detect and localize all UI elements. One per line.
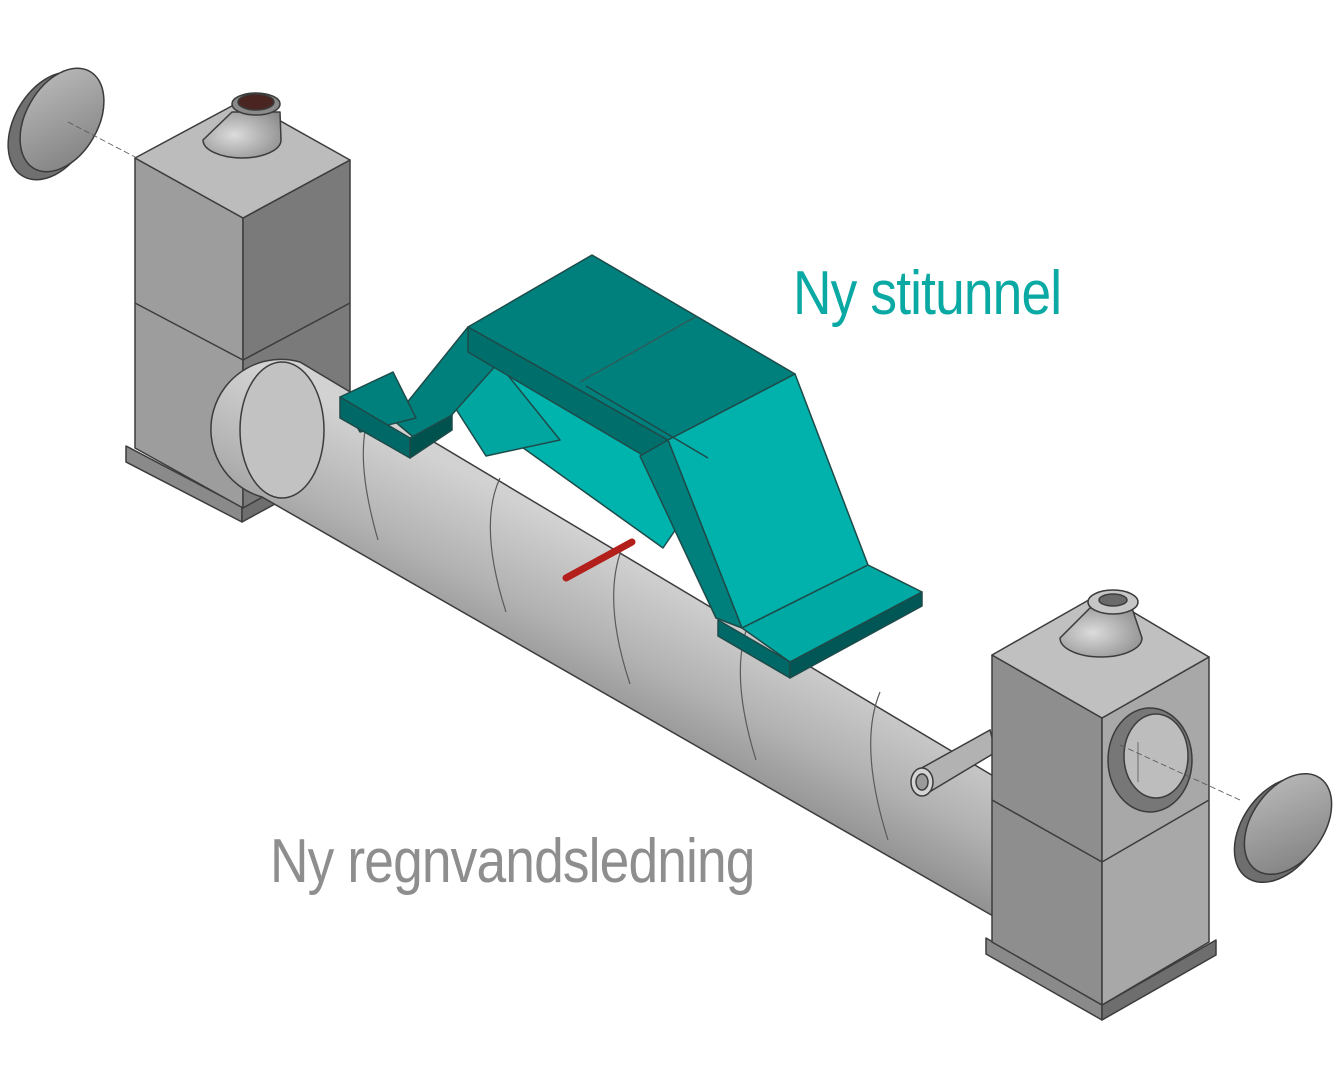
left-manhole-joint — [134, 302, 351, 361]
right-manhole — [985, 589, 1241, 1021]
side-pipe — [910, 728, 997, 797]
left-manhole-top — [134, 99, 351, 219]
path-tunnel — [339, 254, 923, 679]
right-manhole-cone — [1059, 607, 1143, 658]
label-ny-stitunnel: Ny stitunnel — [793, 259, 1062, 328]
tunnel-deck-joint — [579, 315, 698, 383]
rainwater-pipe-body — [210, 358, 1001, 922]
left-manhole-cone — [202, 111, 282, 159]
tunnel-left-footing-end — [409, 414, 453, 459]
label-ny-regnvandsledning: Ny regnvandsledning — [270, 827, 755, 896]
left-lid — [7, 67, 138, 181]
rainwater-pipe-end — [239, 361, 325, 499]
left-manhole-opening — [237, 93, 275, 111]
right-manhole-base-right — [1101, 939, 1217, 1021]
rainwater-pipe — [210, 358, 1001, 922]
tunnel-right-footing-side — [789, 591, 923, 679]
red-rod — [562, 538, 636, 582]
tunnel-side-joint — [585, 385, 709, 459]
right-lid — [1233, 772, 1333, 884]
right-manhole-joint — [991, 799, 1210, 863]
